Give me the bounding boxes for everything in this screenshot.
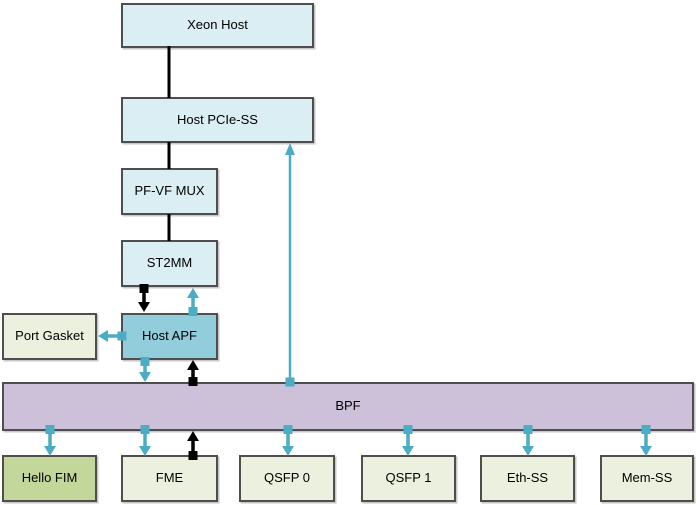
node-pf-vf-mux: PF-VF MUX — [121, 168, 218, 215]
edge-host-apf-to-bpf-blue-down-arrow — [139, 357, 151, 382]
node-bpf: BPF — [2, 382, 694, 431]
node-mem-ss: Mem-SS — [600, 455, 694, 502]
edge-st2mm-to-host-apf-black-down-arrow — [138, 284, 150, 312]
edge-host-apf-to-st2mm-blue-up-arrow — [187, 288, 199, 316]
node-qsfp1: QSFP 1 — [361, 455, 456, 502]
node-qsfp0: QSFP 0 — [239, 455, 335, 502]
node-host-apf: Host APF — [121, 313, 218, 360]
edge-bpf-to-host-pcie-ss-blue-up-arrow — [285, 143, 295, 387]
node-host-pcie-ss: Host PCIe-SS — [121, 97, 314, 143]
node-st2mm: ST2MM — [121, 240, 218, 287]
node-eth-ss: Eth-SS — [480, 455, 575, 502]
node-fme: FME — [121, 455, 218, 502]
node-xeon-host: Xeon Host — [121, 3, 314, 48]
node-hello-fim: Hello FIM — [2, 455, 97, 502]
node-port-gasket: Port Gasket — [2, 313, 97, 360]
